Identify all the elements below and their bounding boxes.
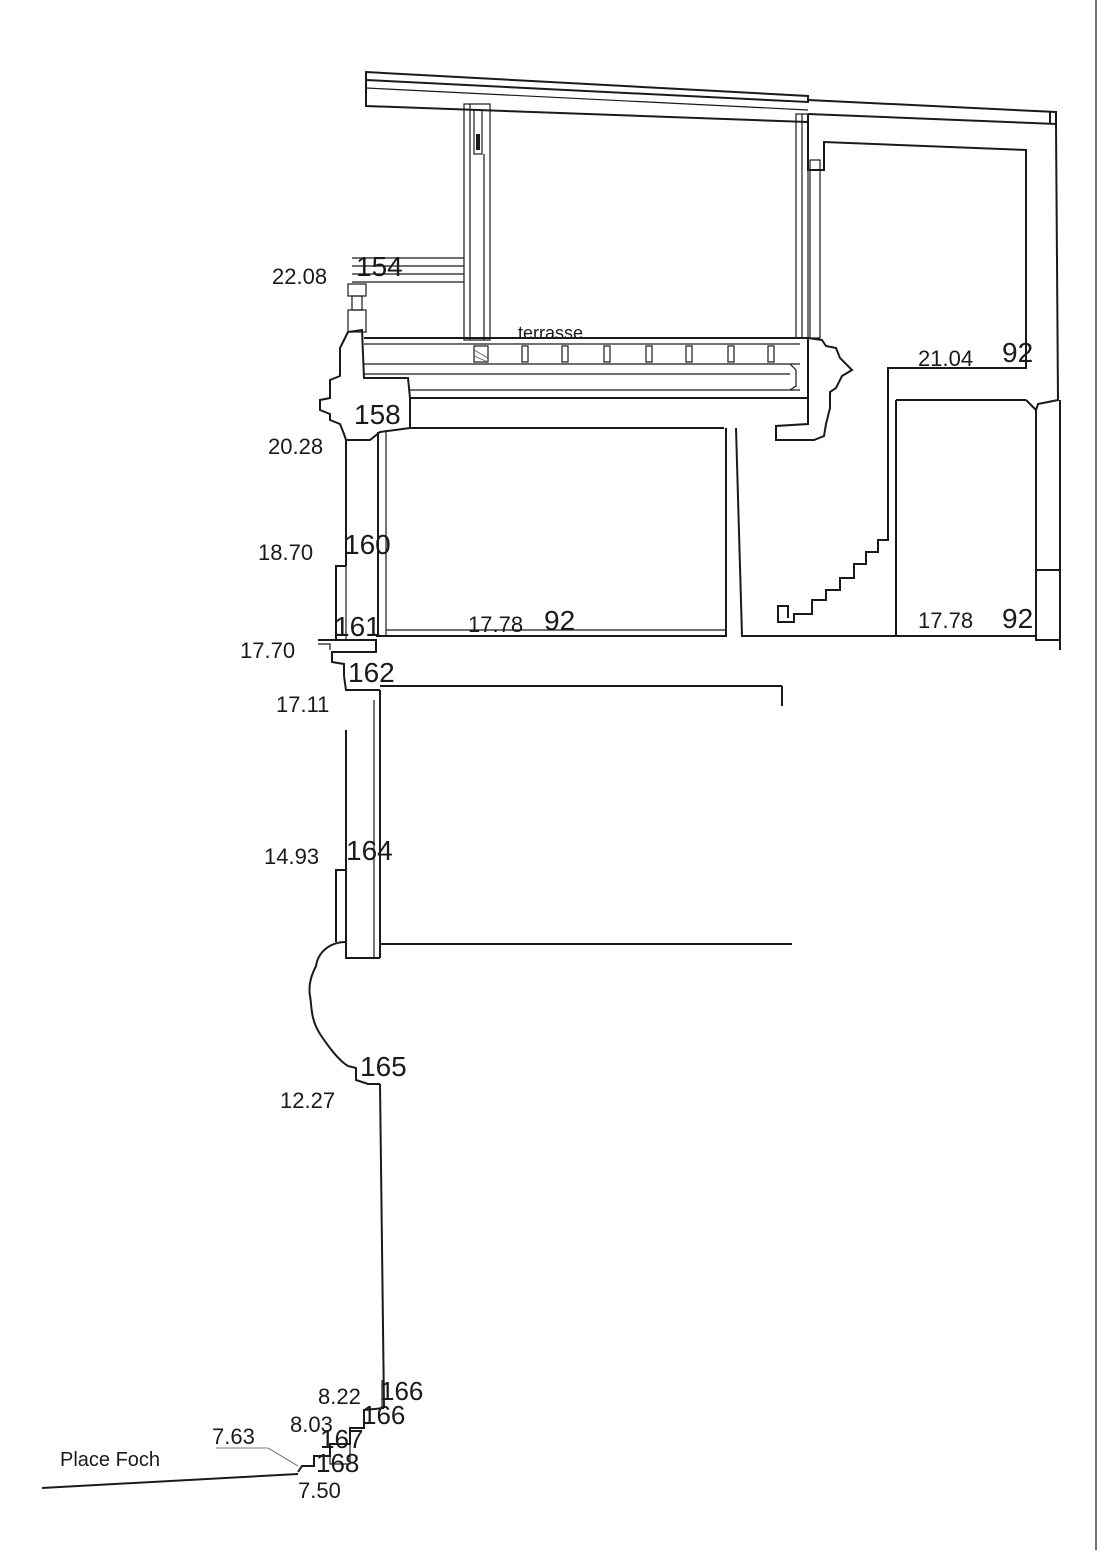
roof <box>365 70 1057 126</box>
elevation-17-78-right: 17.78 <box>918 608 973 633</box>
terrace-slab <box>364 337 809 399</box>
elevation-12-27: 12.27 <box>280 1088 335 1113</box>
elevation-20-28: 20.28 <box>268 434 323 459</box>
elevation-17-11: 17.11 <box>276 692 329 717</box>
elevation-14-93: 14.93 <box>264 844 319 869</box>
elevation-7-50: 7.50 <box>298 1478 341 1503</box>
lower-facade-wall <box>335 690 792 959</box>
ref-165: 165 <box>360 1051 407 1082</box>
elevation-8-03: 8.03 <box>290 1412 333 1437</box>
right-upper-wall <box>807 114 1061 650</box>
ref-162: 162 <box>348 657 395 688</box>
ref-92-floor-left: 92 <box>544 605 575 636</box>
ref-164: 164 <box>346 835 393 866</box>
ref-92-upper-right: 92 <box>1002 337 1033 368</box>
right-lower-rooms <box>735 367 1037 637</box>
upper-cornice <box>319 328 724 441</box>
elevation-17-78-left: 17.78 <box>468 612 523 637</box>
ref-92-floor-right: 92 <box>1002 603 1033 634</box>
elevation-8-22: 8.22 <box>318 1384 361 1409</box>
ground-wall <box>216 1083 385 1473</box>
place-foch-label: Place Foch <box>60 1449 160 1471</box>
ref-166-upper: 166 <box>380 1376 423 1406</box>
terrace-room <box>347 103 821 399</box>
ref-166-lower: 166 <box>362 1400 405 1430</box>
railing <box>347 257 464 333</box>
elevation-18-70: 18.70 <box>258 540 313 565</box>
ref-158: 158 <box>354 399 401 430</box>
ref-161: 161 <box>334 611 381 642</box>
lower-cornice <box>308 941 380 1085</box>
ref-167: 167 <box>320 1424 363 1454</box>
ground-line <box>41 1473 299 1489</box>
floor-1778 <box>318 428 783 706</box>
terrace-label: terrasse <box>518 323 583 343</box>
elevation-22-08: 22.08 <box>272 264 327 289</box>
elevation-21-04: 21.04 <box>918 346 973 371</box>
upper-facade-wall <box>335 430 387 640</box>
elevation-17-70: 17.70 <box>240 638 295 663</box>
ref-168: 168 <box>316 1448 359 1478</box>
ref-160: 160 <box>344 529 391 560</box>
elevation-7-63: 7.63 <box>212 1424 255 1449</box>
right-cornice <box>775 337 854 441</box>
ref-154: 154 <box>356 251 403 282</box>
